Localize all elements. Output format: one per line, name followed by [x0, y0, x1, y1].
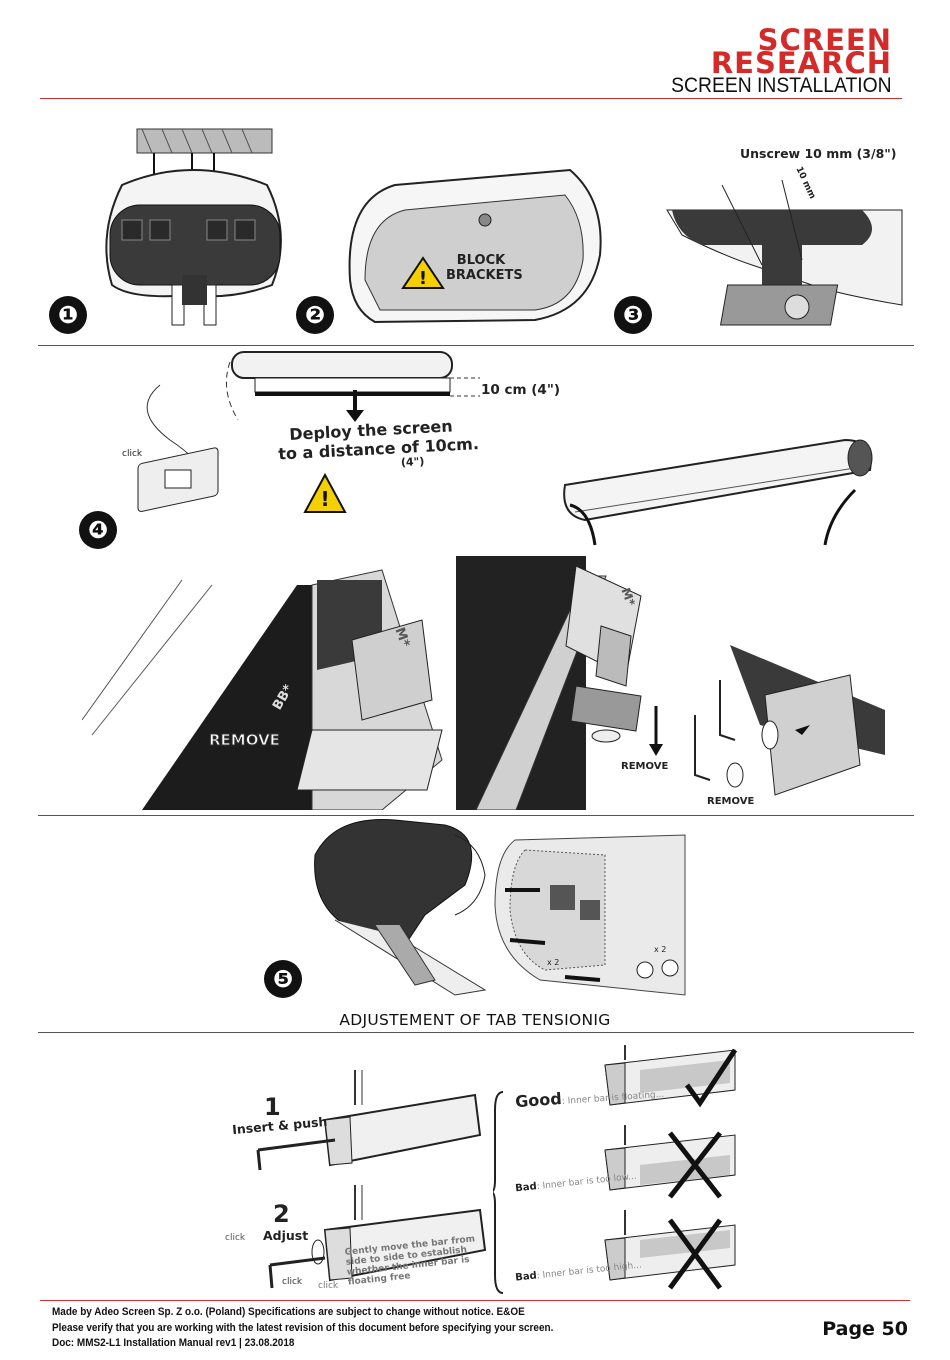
row-divider-3 [38, 1032, 914, 1033]
step-3-marker: ❸ [614, 296, 652, 334]
step-4-marker: ❹ [79, 511, 117, 549]
footer-line-3: Doc: MMS2-L1 Installation Manual rev1 | … [52, 1337, 295, 1349]
bracket-remove-detail-right [694, 645, 885, 796]
screen-deploy-illustration: ! [137, 351, 480, 513]
brand-logo-line2: RESEARCH [710, 46, 892, 80]
click-label-step4: click [122, 449, 143, 459]
remove-label-1: REMOVE [209, 731, 281, 750]
block-brackets-illustration: ! [348, 168, 602, 324]
document-title: SCREEN INSTALLATION [671, 74, 892, 97]
page-number: Page 50 [822, 1318, 908, 1340]
bracket-remove-detail-middle [456, 556, 663, 810]
x2-label-b: x 2 [654, 945, 667, 954]
unscrew-bracket-illustration [666, 179, 903, 326]
good-outcome-illustration [604, 1045, 738, 1108]
brand-logo-line1: SCREEN [757, 23, 892, 57]
bad-low-outcome-illustration [604, 1125, 736, 1199]
step-2-marker: ❷ [296, 296, 334, 334]
distance-label: 10 cm (4") [481, 382, 561, 398]
adjust-step2-number: 2 [273, 1200, 290, 1228]
unscrew-label: Unscrew 10 mm (3/8") [740, 146, 897, 161]
x2-label-a: x 2 [547, 958, 560, 967]
adjust-step2-text: Adjust [263, 1228, 309, 1243]
click-label-c: click [318, 1281, 339, 1291]
footer-text: Made by Adeo Screen Sp. Z o.o. (Poland) … [52, 1305, 553, 1352]
bracket-remove-detail-left [82, 569, 443, 810]
click-label-a: click [225, 1233, 246, 1243]
end-cap-illustration [314, 818, 686, 996]
remove-label-2: REMOVE [621, 761, 669, 772]
footer-line-2: Please verify that you are working with … [52, 1321, 554, 1334]
adjust-insert-push-illustration [256, 1070, 482, 1171]
remove-cover-illustration [563, 438, 873, 546]
header-divider [40, 98, 902, 99]
footer-divider [40, 1300, 910, 1301]
footer-line-1: Made by Adeo Screen Sp. Z o.o. (Poland) … [52, 1306, 525, 1318]
ceiling-mount-illustration [105, 128, 282, 326]
click-label-b: click [282, 1277, 303, 1287]
adjust-step1-number: 1 [264, 1093, 281, 1121]
svg-text:!: ! [320, 487, 329, 511]
adjust-bar-illustration [268, 1185, 487, 1289]
deploy-instruction: Deploy the screen to a distance of 10cm.… [277, 416, 480, 470]
svg-text:!: ! [419, 268, 427, 289]
row-divider-2 [38, 815, 914, 816]
step-5-marker: ❺ [264, 960, 302, 998]
bad-high-outcome-illustration [604, 1210, 736, 1290]
outcomes-bracket [493, 1091, 504, 1294]
remove-label-3: REMOVE [707, 796, 755, 807]
step-1-marker: ❶ [49, 296, 87, 334]
adjustment-section-title: ADJUSTEMENT OF TAB TENSIONIG [339, 1011, 611, 1029]
row-divider-1 [38, 345, 914, 346]
